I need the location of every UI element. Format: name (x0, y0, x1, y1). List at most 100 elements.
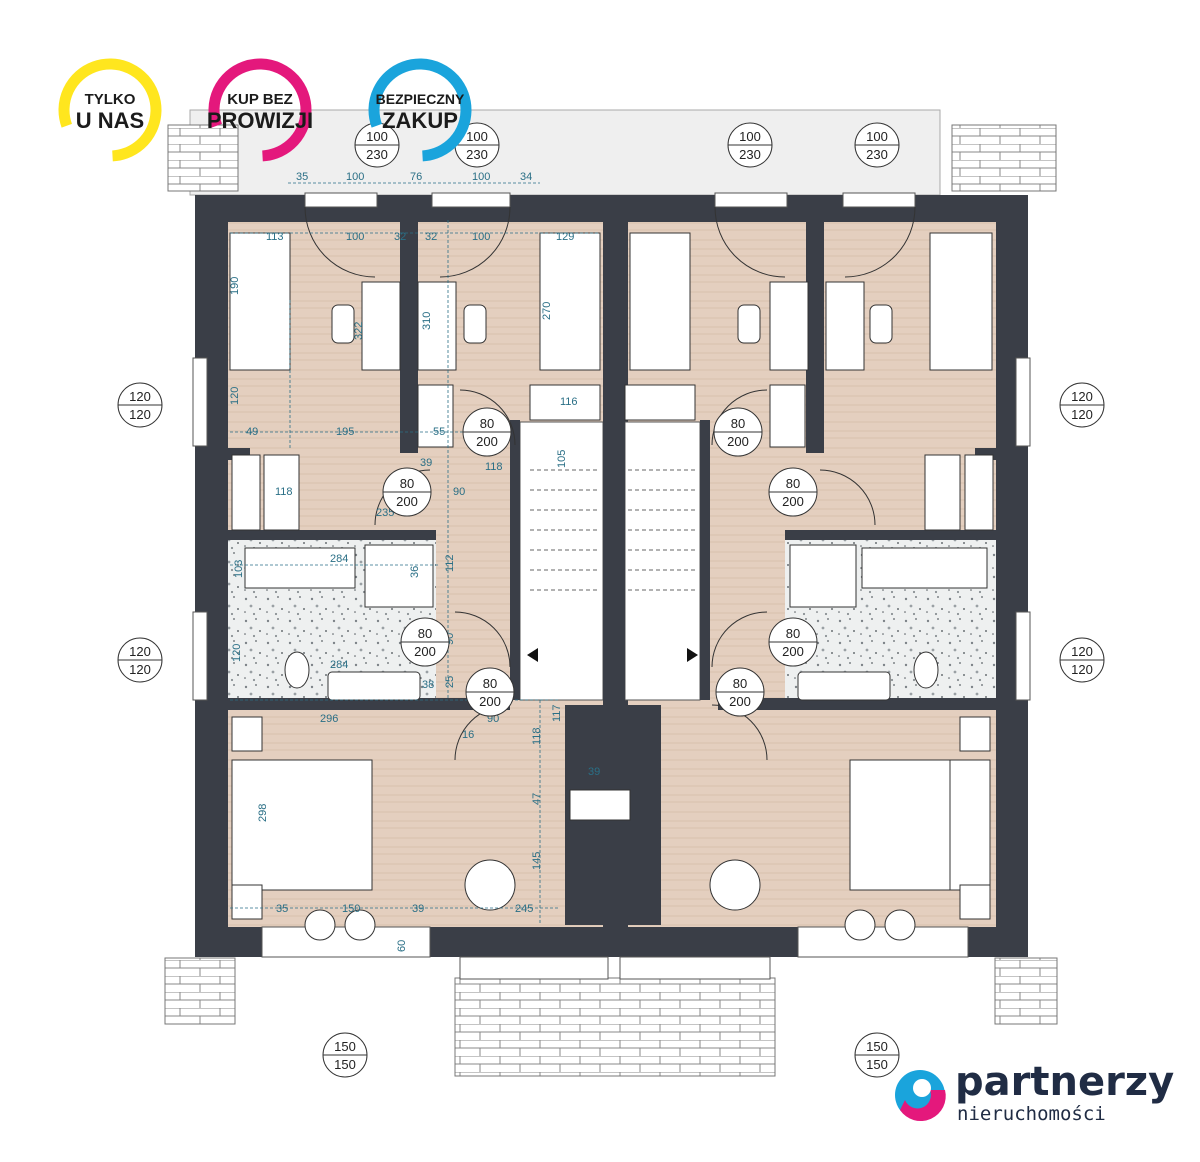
tag-top: 100 (739, 129, 761, 144)
dimension-label: 60 (396, 940, 408, 952)
stair-arrow-left (527, 648, 538, 662)
brick-block-tr (951, 124, 1057, 192)
dimension-label: 113 (266, 231, 284, 243)
dimension-label: 296 (320, 713, 338, 725)
badge-ring (368, 58, 472, 162)
badge-ring (208, 58, 312, 162)
tag-top: 100 (466, 129, 488, 144)
tag-bottom: 230 (739, 147, 761, 162)
dimension-label: 150 (342, 903, 360, 915)
logo-name: partnerzy (955, 1059, 1174, 1105)
dimension-label: 90 (453, 486, 465, 498)
brick-block-bl (164, 957, 236, 1025)
dimension-label: 47 (531, 793, 543, 805)
interior-walls (195, 205, 1028, 925)
tag-top: 80 (480, 416, 494, 431)
tag-bottom: 200 (479, 694, 501, 709)
furniture (229, 232, 994, 941)
opening-tags: 1002301002301002301002301201201201201201… (117, 122, 1105, 1078)
dimension-label: 32 (425, 231, 437, 243)
dimension-label: 35 (276, 903, 288, 915)
dimension-label: 35 (296, 171, 308, 183)
terrace-door-2 (431, 192, 511, 208)
tag-top: 80 (786, 476, 800, 491)
dimension-label: 25 (444, 676, 456, 688)
tag-top: 100 (366, 129, 388, 144)
dimension-label: 129 (556, 231, 574, 243)
dimension-label: 298 (257, 804, 269, 822)
dimension-label: 120 (229, 387, 241, 405)
brick-block-br (994, 957, 1058, 1025)
badge-line1: TYLKO (85, 91, 136, 108)
tag-top: 100 (866, 129, 888, 144)
tag-bottom: 150 (334, 1057, 356, 1072)
dimension-label: 310 (421, 312, 433, 330)
partnerzy-logo: partnerzy nieruchomości (895, 1059, 1174, 1125)
dimension-label: 76 (410, 171, 422, 183)
dimension-label: 195 (336, 426, 354, 438)
badge-ring (58, 58, 162, 162)
dimension-label: 245 (515, 903, 533, 915)
tag-top: 120 (129, 644, 151, 659)
badge-line1: KUP BEZ (227, 91, 293, 108)
tag-top: 150 (866, 1039, 888, 1054)
tag-bottom: 120 (129, 662, 151, 677)
tag-bottom: 230 (866, 147, 888, 162)
dimension-label: 49 (246, 426, 258, 438)
badge-line2: U NAS (76, 108, 144, 133)
terrace-door-3 (714, 192, 788, 208)
tag-bottom: 230 (366, 147, 388, 162)
dimension-label: 322 (353, 322, 365, 340)
dimension-label: 284 (330, 553, 348, 565)
tag-bottom: 200 (729, 694, 751, 709)
entrance-steps (454, 977, 776, 1077)
tag-top: 150 (334, 1039, 356, 1054)
tag-top: 80 (731, 416, 745, 431)
badge-line2: ZAKUP (382, 108, 458, 133)
dimension-label: 117 (551, 704, 563, 722)
party-wall (603, 220, 625, 927)
dimension-label: 39 (420, 457, 432, 469)
dimension-label: 112 (444, 554, 456, 572)
tag-bottom: 120 (1071, 407, 1093, 422)
dimension-label: 100 (346, 231, 364, 243)
dimension-label: 103 (233, 560, 245, 578)
dimension-lines (230, 182, 600, 925)
tag-top: 80 (418, 626, 432, 641)
tag-top: 80 (483, 676, 497, 691)
dimension-label: 116 (560, 396, 578, 408)
logo-swoosh-icon (900, 1090, 946, 1122)
dimension-label: 39 (588, 766, 600, 778)
terrace-top (189, 109, 941, 196)
tag-bottom: 150 (866, 1057, 888, 1072)
dimension-label: 100 (472, 231, 490, 243)
dimension-label: 55 (433, 426, 445, 438)
dimension-label: 190 (229, 277, 241, 295)
logo-sub: nieruchomości (957, 1103, 1106, 1125)
tag-bottom: 200 (414, 644, 436, 659)
dimension-label: 32 (394, 231, 406, 243)
tag-bottom: 200 (782, 494, 804, 509)
dimension-label: 34 (520, 171, 532, 183)
dimension-label: 270 (541, 302, 553, 320)
dimension-label: 145 (531, 852, 543, 870)
dimension-label: 118 (275, 486, 293, 498)
tag-bottom: 200 (396, 494, 418, 509)
tag-top: 120 (129, 389, 151, 404)
badge-line2: PROWIZJI (207, 108, 313, 133)
